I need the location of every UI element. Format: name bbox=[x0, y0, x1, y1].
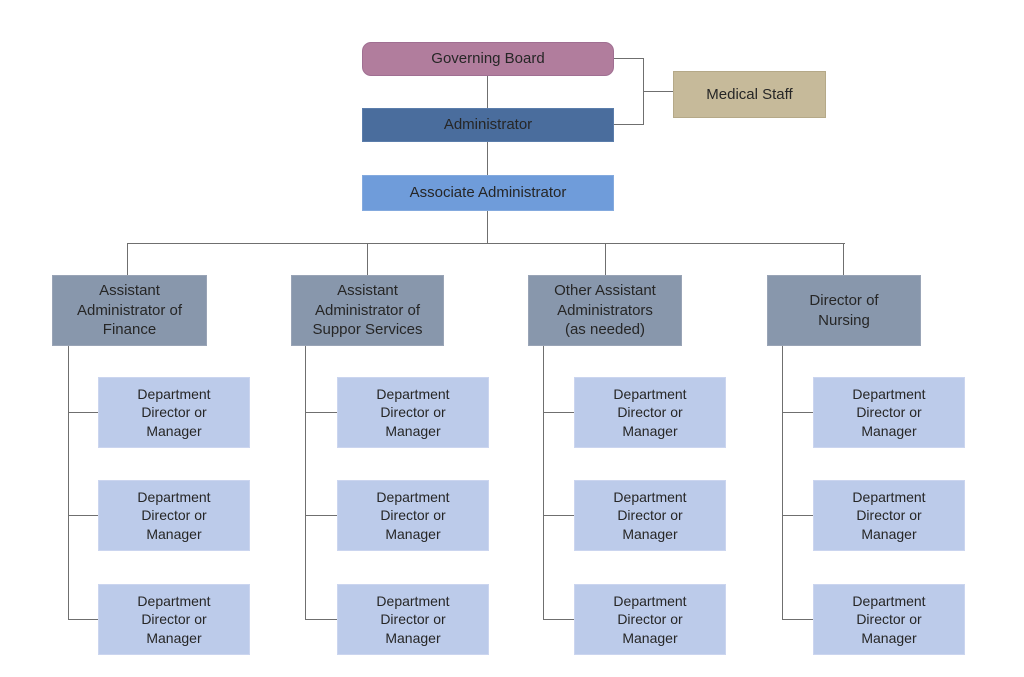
department-box: Department Director or Manager bbox=[98, 480, 250, 551]
connector-line bbox=[305, 346, 306, 620]
branch-box-finance: Assistant Administrator of Finance bbox=[52, 275, 207, 346]
connector-line bbox=[305, 619, 337, 620]
branch-box-nursing: Director of Nursing bbox=[767, 275, 921, 346]
connector-line bbox=[367, 243, 368, 275]
connector-line bbox=[68, 515, 98, 516]
department-box: Department Director or Manager bbox=[813, 584, 965, 655]
connector-line bbox=[614, 58, 644, 59]
connector-line bbox=[487, 211, 488, 244]
administrator-box: Administrator bbox=[362, 108, 614, 142]
connector-line bbox=[843, 243, 844, 275]
connector-line bbox=[487, 142, 488, 175]
connector-line bbox=[782, 346, 783, 620]
connector-line bbox=[68, 619, 98, 620]
branch-box-other-assistants: Other Assistant Administrators (as neede… bbox=[528, 275, 682, 346]
department-box: Department Director or Manager bbox=[574, 584, 726, 655]
connector-line bbox=[68, 346, 69, 620]
department-box: Department Director or Manager bbox=[337, 584, 489, 655]
connector-line bbox=[782, 515, 813, 516]
department-box: Department Director or Manager bbox=[813, 377, 965, 448]
department-box: Department Director or Manager bbox=[574, 480, 726, 551]
department-box: Department Director or Manager bbox=[813, 480, 965, 551]
department-box: Department Director or Manager bbox=[574, 377, 726, 448]
connector-line bbox=[782, 619, 813, 620]
connector-line bbox=[543, 346, 544, 620]
department-box: Department Director or Manager bbox=[98, 584, 250, 655]
governing-board-box: Governing Board bbox=[362, 42, 614, 76]
department-box: Department Director or Manager bbox=[98, 377, 250, 448]
connector-line bbox=[127, 243, 845, 244]
medical-staff-box: Medical Staff bbox=[673, 71, 826, 118]
connector-line bbox=[543, 619, 574, 620]
connector-line bbox=[543, 412, 574, 413]
department-box: Department Director or Manager bbox=[337, 377, 489, 448]
connector-line bbox=[305, 412, 337, 413]
connector-line bbox=[487, 76, 488, 108]
department-box: Department Director or Manager bbox=[337, 480, 489, 551]
connector-line bbox=[605, 243, 606, 275]
connector-line bbox=[127, 243, 128, 275]
connector-line bbox=[543, 515, 574, 516]
associate-administrator-box: Associate Administrator bbox=[362, 175, 614, 211]
connector-line bbox=[782, 412, 813, 413]
connector-line bbox=[614, 124, 644, 125]
connector-line bbox=[305, 515, 337, 516]
connector-line bbox=[643, 91, 673, 92]
branch-box-support-services: Assistant Administrator of Suppor Servic… bbox=[291, 275, 444, 346]
connector-line bbox=[68, 412, 98, 413]
